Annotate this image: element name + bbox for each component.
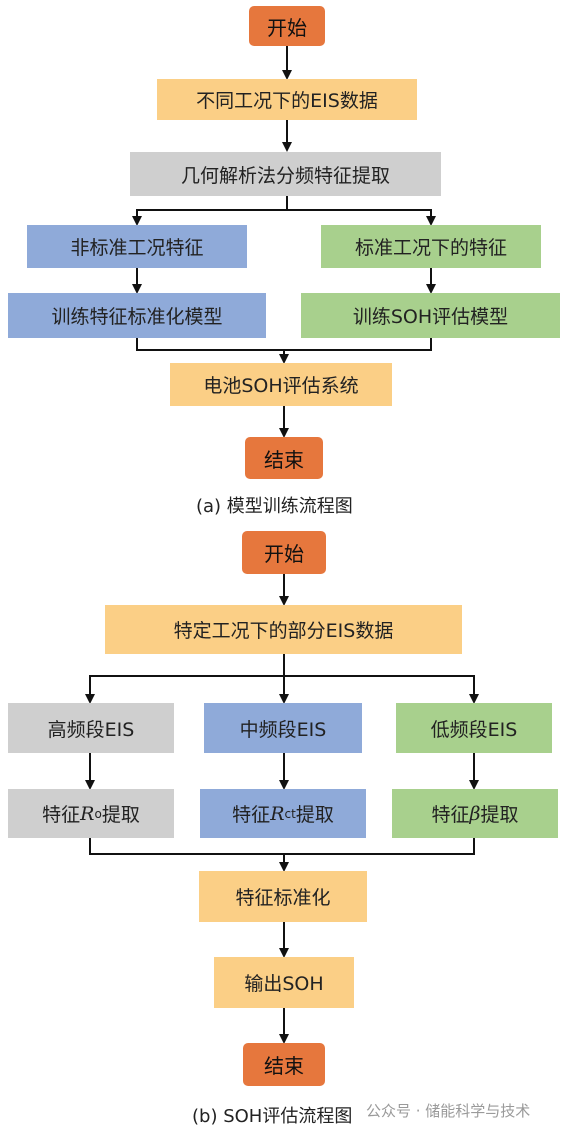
b-end-label: 结束 <box>264 1054 304 1078</box>
a-nonstandard-node: 非标准工况特征 <box>27 225 247 268</box>
b-output-soh-label: 输出SOH <box>244 973 324 995</box>
b-start-label: 开始 <box>264 542 304 566</box>
a-standard-node: 标准工况下的特征 <box>321 225 541 268</box>
b-rct-symbol: R <box>270 802 285 825</box>
caption-b: (b) SOH评估流程图 <box>192 1106 353 1127</box>
b-beta-suffix: 提取 <box>480 804 519 826</box>
a-train-soh-label: 训练SOH评估模型 <box>352 306 509 328</box>
b-standardize-label: 特征标准化 <box>235 887 331 909</box>
a-geometric-label: 几何解析法分频特征提取 <box>180 164 390 187</box>
b-high-freq-label: 高频段EIS <box>47 718 135 741</box>
a-eis-data-label: 不同工况下的EIS数据 <box>196 90 378 112</box>
a-standard-label: 标准工况下的特征 <box>354 237 507 259</box>
a-end-node: 结束 <box>245 437 323 479</box>
b-rct-prefix: 特征 <box>232 804 271 826</box>
b-standardize-node: 特征标准化 <box>199 871 367 922</box>
b-low-freq-node: 低频段EIS <box>396 703 552 753</box>
b-rct-sub: ct <box>284 806 296 821</box>
a-end-label: 结束 <box>264 447 304 472</box>
a-nonstandard-label: 非标准工况特征 <box>70 237 204 259</box>
b-mid-freq-node: 中频段EIS <box>204 703 362 753</box>
b-rct-suffix: 提取 <box>295 804 334 826</box>
a-start-node: 开始 <box>249 6 325 46</box>
b-end-node: 结束 <box>243 1043 325 1086</box>
a-battery-soh-node: 电池SOH评估系统 <box>170 363 392 406</box>
a-eis-data-node: 不同工况下的EIS数据 <box>157 79 417 120</box>
b-mid-freq-label: 中频段EIS <box>239 718 327 741</box>
b-r0-sub: o <box>94 806 102 821</box>
b-eis-data-node: 特定工况下的部分EIS数据 <box>105 605 462 654</box>
watermark: 公众号 · 储能科学与技术 <box>366 1102 531 1120</box>
b-eis-data-label: 特定工况下的部分EIS数据 <box>173 620 394 642</box>
a-train-standardize-node: 训练特征标准化模型 <box>8 293 266 338</box>
a-train-standardize-label: 训练特征标准化模型 <box>51 306 223 328</box>
b-low-freq-label: 低频段EIS <box>430 718 518 741</box>
b-start-node: 开始 <box>242 531 326 574</box>
b-beta-prefix: 特征 <box>431 804 470 826</box>
b-output-soh-node: 输出SOH <box>214 957 354 1008</box>
b-r0-symbol: R <box>80 802 95 825</box>
b-r0-prefix: 特征 <box>42 804 81 826</box>
b-r0-suffix: 提取 <box>101 804 140 826</box>
b-beta-symbol: β <box>469 802 481 825</box>
a-start-label: 开始 <box>267 15 307 40</box>
b-high-freq-node: 高频段EIS <box>8 703 174 753</box>
caption-a: (a) 模型训练流程图 <box>196 496 353 517</box>
a-battery-soh-label: 电池SOH评估系统 <box>203 375 359 397</box>
a-train-soh-node: 训练SOH评估模型 <box>301 293 560 338</box>
a-geometric-node: 几何解析法分频特征提取 <box>130 152 441 196</box>
